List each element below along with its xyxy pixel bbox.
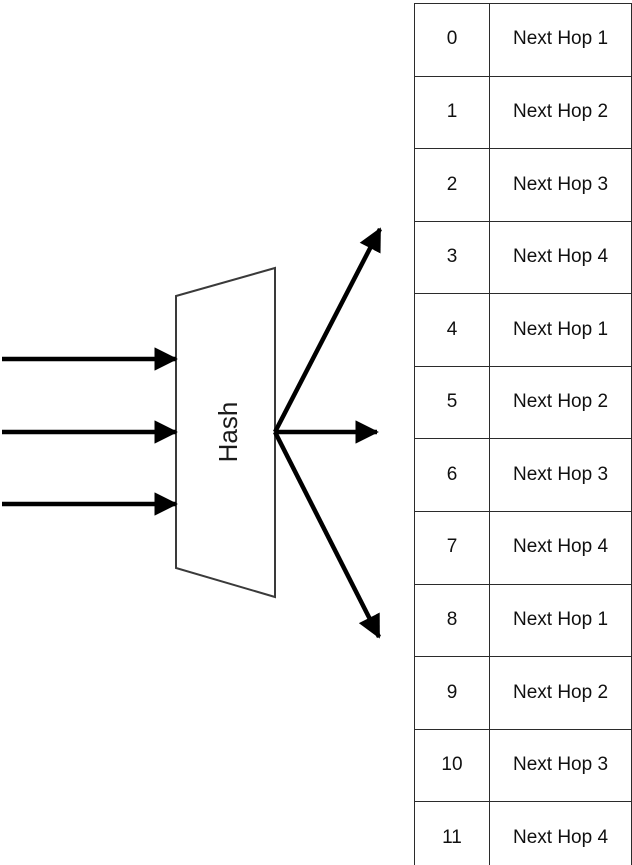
next-hop-cell: Next Hop 2 bbox=[489, 656, 632, 730]
table-row: 0 Next Hop 1 bbox=[414, 3, 632, 77]
table-row: 8 Next Hop 1 bbox=[414, 583, 632, 658]
table-row: 11 Next Hop 4 bbox=[414, 801, 632, 865]
index-cell: 3 bbox=[414, 220, 490, 295]
index-cell: 2 bbox=[414, 148, 490, 222]
index-cell: 11 bbox=[414, 801, 490, 865]
next-hop-table-body: 0 Next Hop 1 1 Next Hop 2 2 Next Hop 3 3… bbox=[414, 3, 632, 865]
next-hop-cell: Next Hop 2 bbox=[489, 365, 632, 440]
next-hop-cell: Next Hop 2 bbox=[489, 75, 632, 150]
index-cell: 8 bbox=[414, 583, 490, 658]
index-cell: 6 bbox=[414, 438, 490, 513]
next-hop-table: 0 Next Hop 1 1 Next Hop 2 2 Next Hop 3 3… bbox=[414, 3, 632, 865]
next-hop-cell: Next Hop 4 bbox=[489, 220, 632, 295]
next-hop-cell: Next Hop 3 bbox=[489, 728, 632, 803]
table-row: 9 Next Hop 2 bbox=[414, 656, 632, 730]
output-arrow-down bbox=[272, 430, 382, 639]
table-row: 1 Next Hop 2 bbox=[414, 75, 632, 150]
table-row: 10 Next Hop 3 bbox=[414, 728, 632, 803]
index-cell: 5 bbox=[414, 365, 490, 440]
table-row: 2 Next Hop 3 bbox=[414, 148, 632, 222]
next-hop-cell: Next Hop 3 bbox=[489, 148, 632, 222]
next-hop-cell: Next Hop 1 bbox=[489, 3, 632, 77]
table-row: 5 Next Hop 2 bbox=[414, 365, 632, 440]
next-hop-cell: Next Hop 4 bbox=[489, 511, 632, 585]
index-cell: 10 bbox=[414, 728, 490, 803]
table-row: 6 Next Hop 3 bbox=[414, 438, 632, 513]
output-arrow-up bbox=[273, 227, 382, 434]
table-row: 3 Next Hop 4 bbox=[414, 220, 632, 295]
index-cell: 0 bbox=[414, 3, 490, 77]
index-cell: 9 bbox=[414, 656, 490, 730]
hash-block-label: Hash bbox=[213, 402, 243, 463]
next-hop-cell: Next Hop 1 bbox=[489, 583, 632, 658]
index-cell: 1 bbox=[414, 75, 490, 150]
table-row: 4 Next Hop 1 bbox=[414, 293, 632, 367]
index-cell: 7 bbox=[414, 511, 490, 585]
index-cell: 4 bbox=[414, 293, 490, 367]
next-hop-cell: Next Hop 4 bbox=[489, 801, 632, 865]
next-hop-cell: Next Hop 1 bbox=[489, 293, 632, 367]
next-hop-cell: Next Hop 3 bbox=[489, 438, 632, 513]
table-row: 7 Next Hop 4 bbox=[414, 511, 632, 585]
hash-block-shape bbox=[175, 266, 276, 599]
